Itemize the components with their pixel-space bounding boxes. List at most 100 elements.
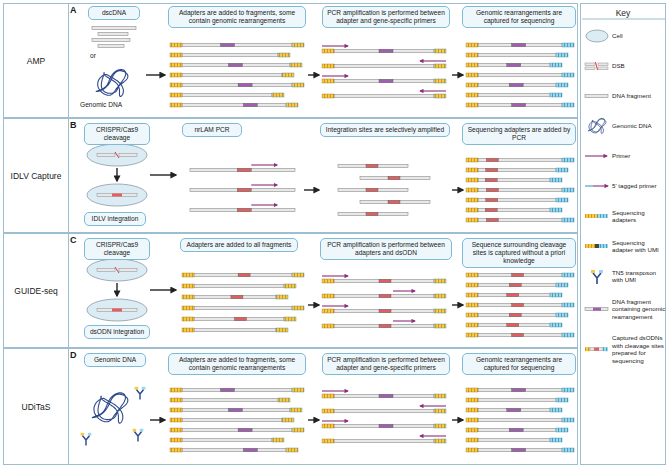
sequencing-adapter: [466, 63, 478, 67]
sequencing-adapter: [562, 43, 574, 47]
sequencing-adapter: [562, 273, 574, 277]
umi-icon: [595, 244, 599, 248]
step-callout: Genomic rearrangements are captured for …: [462, 6, 576, 28]
fragment-segment: [366, 165, 378, 168]
dna-fragment: [334, 80, 434, 83]
dna-fragment: [478, 54, 556, 57]
sequencing-adapter: [282, 418, 294, 422]
double-strand-break: [115, 267, 119, 273]
dna-fragment: [194, 274, 292, 277]
fragment-segment: [366, 189, 378, 192]
sequencing-adapter: [434, 409, 446, 413]
sequencing-adapter: [292, 83, 304, 87]
primer-arrow: [322, 420, 348, 421]
sequencing-adapter: [466, 323, 478, 327]
primer-arrow: [420, 435, 446, 436]
cell: [87, 299, 147, 321]
sequencing-adapter: [322, 439, 334, 443]
integrated-segment: [112, 194, 122, 197]
step-text: PCR amplification is performed between a…: [324, 241, 448, 257]
dna-fragment: [194, 307, 292, 310]
dna-fragment: [478, 294, 550, 297]
fragment-segment: [485, 179, 497, 182]
sequencing-adapter: [466, 188, 478, 192]
dsb-icon: [598, 67, 608, 70]
sequencing-adapter: [170, 428, 182, 432]
dna-fragment: [182, 74, 282, 77]
dna-fragment: [334, 425, 434, 428]
dna-fragment: [478, 324, 550, 327]
panel-letter: D: [70, 350, 77, 360]
dsb-icon: [596, 62, 598, 70]
dna-fragment: [334, 95, 434, 98]
sequencing-adapter: [556, 428, 568, 432]
sequencing-adapter: [550, 408, 562, 412]
sequencing-adapter: [170, 63, 182, 67]
dna-fragment: [478, 219, 562, 222]
primer-arrow: [585, 155, 607, 156]
fragment-icon: [590, 348, 603, 351]
tn5-transposon: [593, 273, 601, 284]
dna-fragment: [478, 429, 556, 432]
sequencing-adapter: [170, 418, 182, 422]
dna-fragment: [478, 314, 556, 317]
sequencing-adapter: [182, 328, 194, 332]
fragment-icon: [585, 308, 608, 311]
dna-fragment: [182, 84, 292, 87]
flow-arrow: [150, 289, 176, 290]
dna-fragment: [334, 440, 434, 443]
fragment-segment: [486, 219, 498, 222]
dna-fragment: [478, 84, 556, 87]
dna-fragment: [182, 44, 292, 47]
step-callout: Adapters are added to fragments, some co…: [168, 353, 306, 375]
step-text: dsODN integration: [88, 328, 146, 336]
dna-fragment: [92, 39, 130, 42]
sequencing-adapter: [170, 43, 182, 47]
fragment-segment: [231, 296, 243, 299]
tn5-adapter: [81, 433, 85, 436]
sequencing-adapter: [466, 313, 478, 317]
sequencing-adapter: [276, 328, 288, 332]
sequencing-adapter: [170, 53, 182, 57]
dna-fragment: [119, 269, 137, 272]
fragment-segment: [507, 324, 519, 327]
dna-fragment: [182, 389, 292, 392]
sequencing-adapter: [434, 79, 446, 83]
dna-fragment: [194, 329, 276, 332]
sequencing-adapter: [466, 218, 478, 222]
step-callout: dsODN integration: [84, 325, 150, 339]
sequencing-adapter: [182, 317, 194, 321]
sequencing-adapter: [170, 83, 182, 87]
fragment-segment: [509, 84, 523, 87]
fragment-segment: [379, 295, 391, 298]
fragment-segment: [228, 409, 242, 412]
sequencing-adapter: [434, 309, 446, 313]
sequencing-adapter: [562, 103, 574, 107]
dna-fragment: [478, 189, 562, 192]
tn5-adapter: [142, 387, 146, 390]
primer-arrow: [251, 184, 277, 185]
flow-arrow: [308, 304, 319, 305]
fragment-segment: [379, 325, 391, 328]
sequencing-adapter: [550, 208, 562, 212]
sequencing-adapter: [550, 93, 562, 97]
fragment-segment: [512, 389, 526, 392]
sequencing-adapter: [550, 63, 562, 67]
integrated-segment: [112, 309, 122, 312]
sequencing-adapter: [322, 309, 334, 313]
free-label: or: [90, 52, 96, 60]
double-strand-break: [115, 152, 119, 158]
adapter-icon: [585, 244, 595, 248]
step-text: Genomic DNA: [88, 356, 142, 364]
panel-letter: A: [70, 5, 77, 15]
fragment-segment: [512, 274, 524, 277]
dna-fragment: [478, 94, 550, 97]
fragment-segment: [512, 44, 526, 47]
fragment-segment: [485, 209, 497, 212]
genomic-dna: [92, 393, 127, 423]
sequencing-adapter: [322, 94, 334, 98]
sequencing-adapter: [170, 103, 182, 107]
fragment-segment: [509, 284, 521, 287]
primer-arrow: [393, 320, 415, 321]
sequencing-adapter: [562, 333, 574, 337]
